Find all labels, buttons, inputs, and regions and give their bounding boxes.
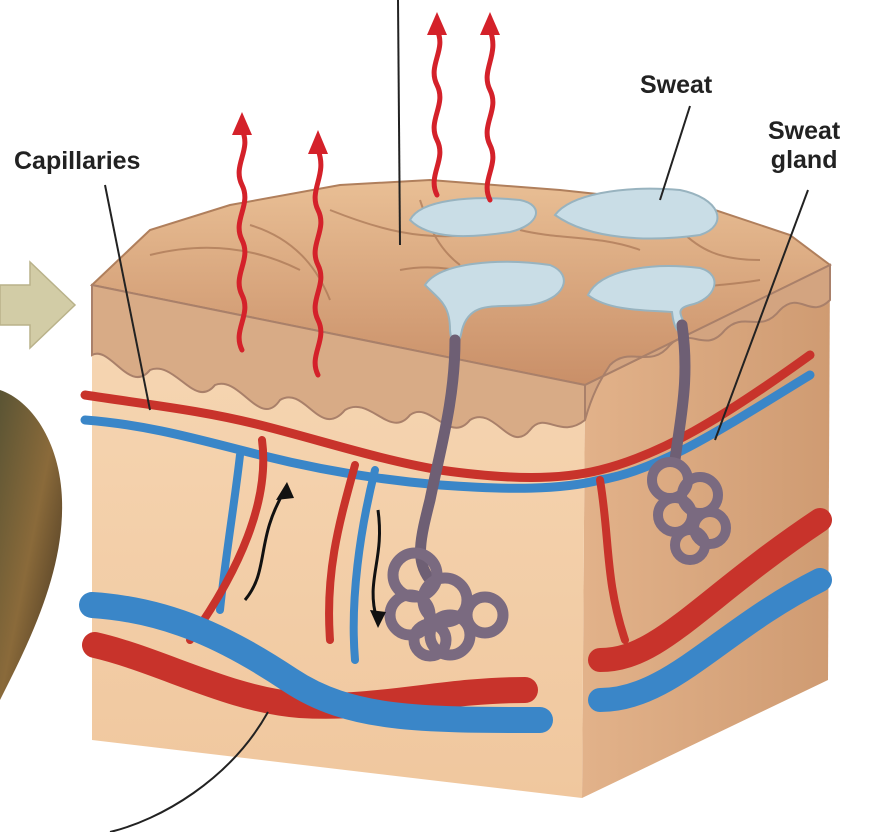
label-sweat-gland: Sweat gland bbox=[768, 117, 840, 175]
leader-sweat bbox=[660, 106, 690, 200]
label-capillaries: Capillaries bbox=[14, 147, 140, 176]
label-sweat-gland-line1: Sweat bbox=[768, 117, 840, 146]
heat-arrowheads bbox=[232, 12, 500, 154]
callout-arrow bbox=[0, 262, 75, 348]
body-silhouette bbox=[0, 390, 62, 700]
label-sweat-gland-line2: gland bbox=[768, 146, 840, 175]
label-sweat: Sweat bbox=[640, 71, 712, 100]
